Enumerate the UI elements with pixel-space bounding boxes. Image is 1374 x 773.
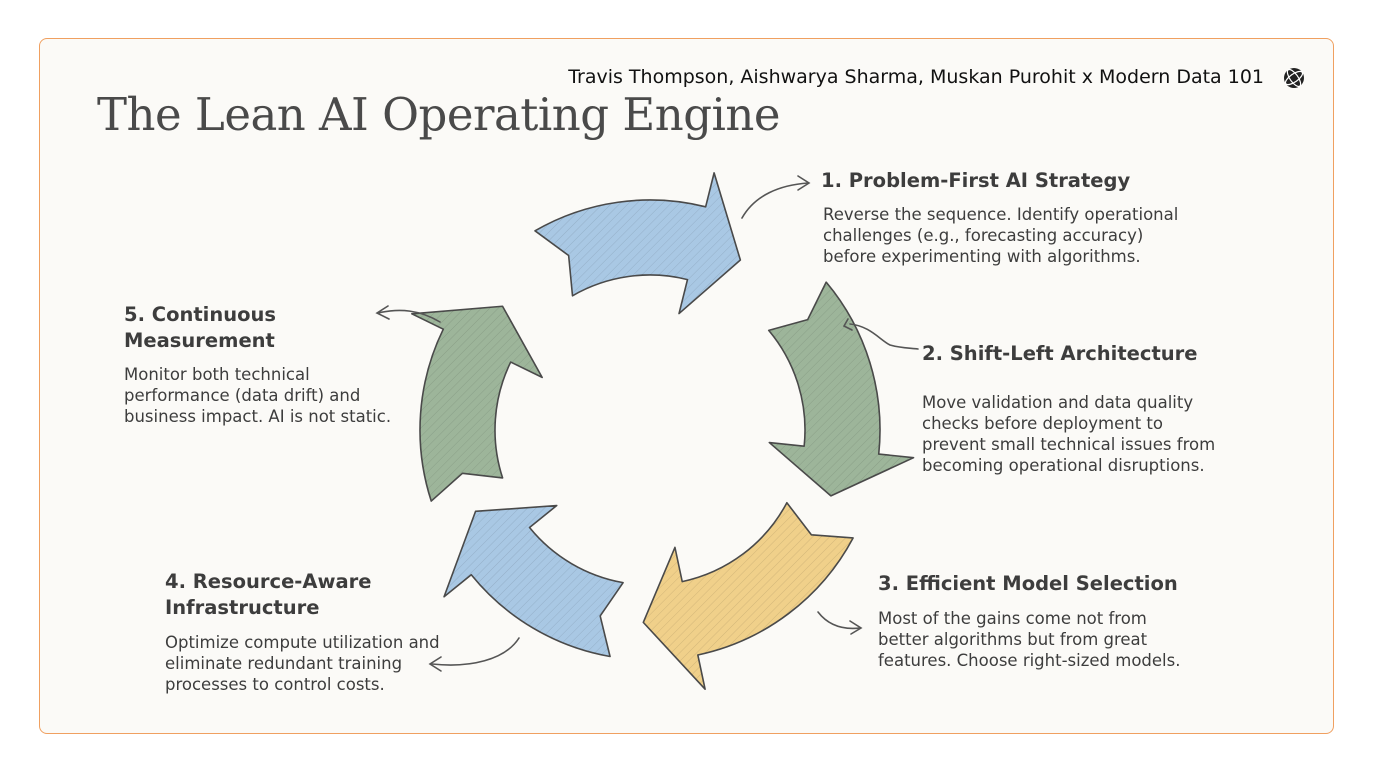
step-1-description: Reverse the sequence. Identify operation… [823, 205, 1179, 266]
step-5-description: Monitor both technical performance (data… [124, 365, 392, 426]
connector-arrow-4 [431, 637, 520, 666]
step-2-description: Move validation and data quality checks … [922, 393, 1216, 475]
author-credit: Travis Thompson, Aishwarya Sharma, Muska… [568, 66, 1264, 88]
cycle-arrow-left-texture [411, 306, 543, 502]
cycle-arrow-bottom-left-texture [444, 505, 624, 657]
connector-arrow-1 [741, 182, 809, 219]
page-title: The Lean AI Operating Engine [97, 88, 781, 141]
step-5-heading: 5. Continuous Measurement [124, 303, 277, 352]
connector-arrow-2 [849, 323, 919, 350]
globe-logo-icon [1284, 68, 1304, 88]
step-4-heading: 4. Resource-Aware Infrastructure [165, 570, 372, 619]
step-2-heading: 2. Shift-Left Architecture [922, 342, 1198, 365]
step-1-heading: 1. Problem-First AI Strategy [821, 169, 1131, 192]
step-3-heading: 3. Efficient Model Selection [878, 572, 1178, 595]
connector-arrow-3 [817, 611, 861, 630]
cycle-arrow-top-texture [535, 172, 741, 314]
cycle-arrow-bottom-right-texture [643, 502, 854, 690]
step-3-description: Most of the gains come not from better a… [878, 609, 1181, 670]
step-4-description: Optimize compute utilization and elimina… [165, 633, 440, 694]
connector-arrow-5 [377, 309, 441, 323]
cycle-arrow-right-texture [768, 282, 914, 496]
